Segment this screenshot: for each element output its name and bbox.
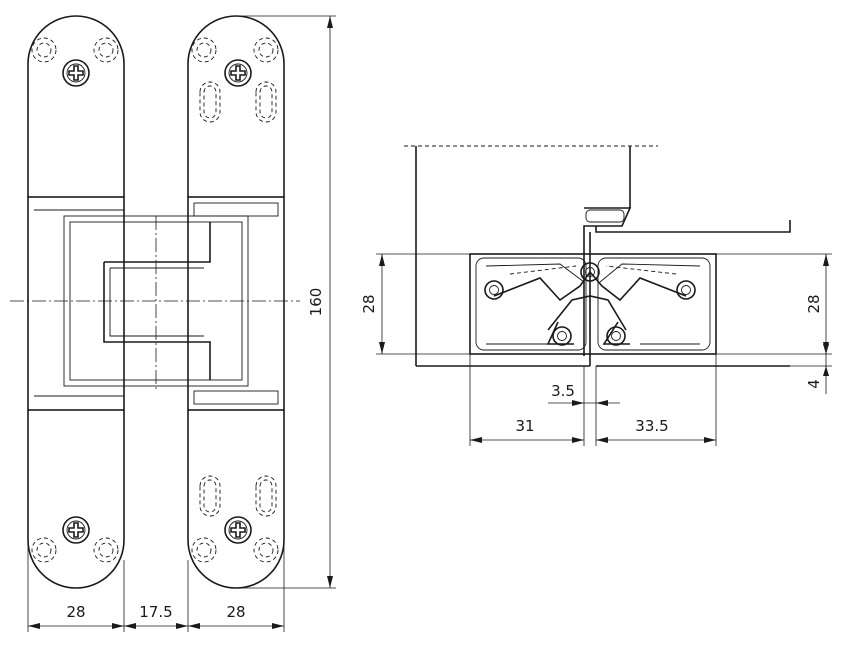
hidden-holes-top-right xyxy=(191,37,279,123)
dimension-body-height-left: 28 xyxy=(360,253,470,355)
dim-label-leaf-right: 28 xyxy=(226,603,245,621)
hidden-holes-bottom-right xyxy=(191,475,279,563)
dimension-gap: 3.5 xyxy=(548,366,620,446)
screw-icon xyxy=(62,59,90,87)
dimension-depths: 31 33.5 xyxy=(469,354,717,446)
dim-label-body-right: 28 xyxy=(805,294,823,313)
screw-icon xyxy=(62,516,90,544)
front-view: 160 28 17.5 28 xyxy=(10,15,336,632)
right-leaf-top xyxy=(187,15,285,197)
hidden-holes-top-left xyxy=(31,37,119,63)
dim-label-gap: 3.5 xyxy=(551,382,575,400)
screw-icon xyxy=(224,59,252,87)
dim-label-depth-right: 33.5 xyxy=(635,417,668,435)
hidden-holes-bottom-left xyxy=(31,537,119,563)
dim-label-depth-left: 31 xyxy=(515,417,534,435)
dim-label-offset: 4 xyxy=(805,379,823,389)
section-hinge-body xyxy=(469,253,717,355)
dimension-widths: 28 17.5 28 xyxy=(27,540,285,632)
dim-label-height: 160 xyxy=(307,288,325,317)
left-leaf-top xyxy=(27,15,125,197)
left-leaf-bottom xyxy=(27,410,125,589)
dimension-body-height-right: 28 4 xyxy=(716,253,832,394)
dim-label-leaf-left: 28 xyxy=(66,603,85,621)
screw-icon xyxy=(224,516,252,544)
section-view: 28 28 4 3.5 xyxy=(360,145,832,446)
dim-label-body-left: 28 xyxy=(360,294,378,313)
dim-label-gap: 17.5 xyxy=(139,603,172,621)
frame-outline xyxy=(404,145,791,367)
right-leaf-bottom xyxy=(187,410,285,589)
dimension-height: 160 xyxy=(240,15,336,589)
